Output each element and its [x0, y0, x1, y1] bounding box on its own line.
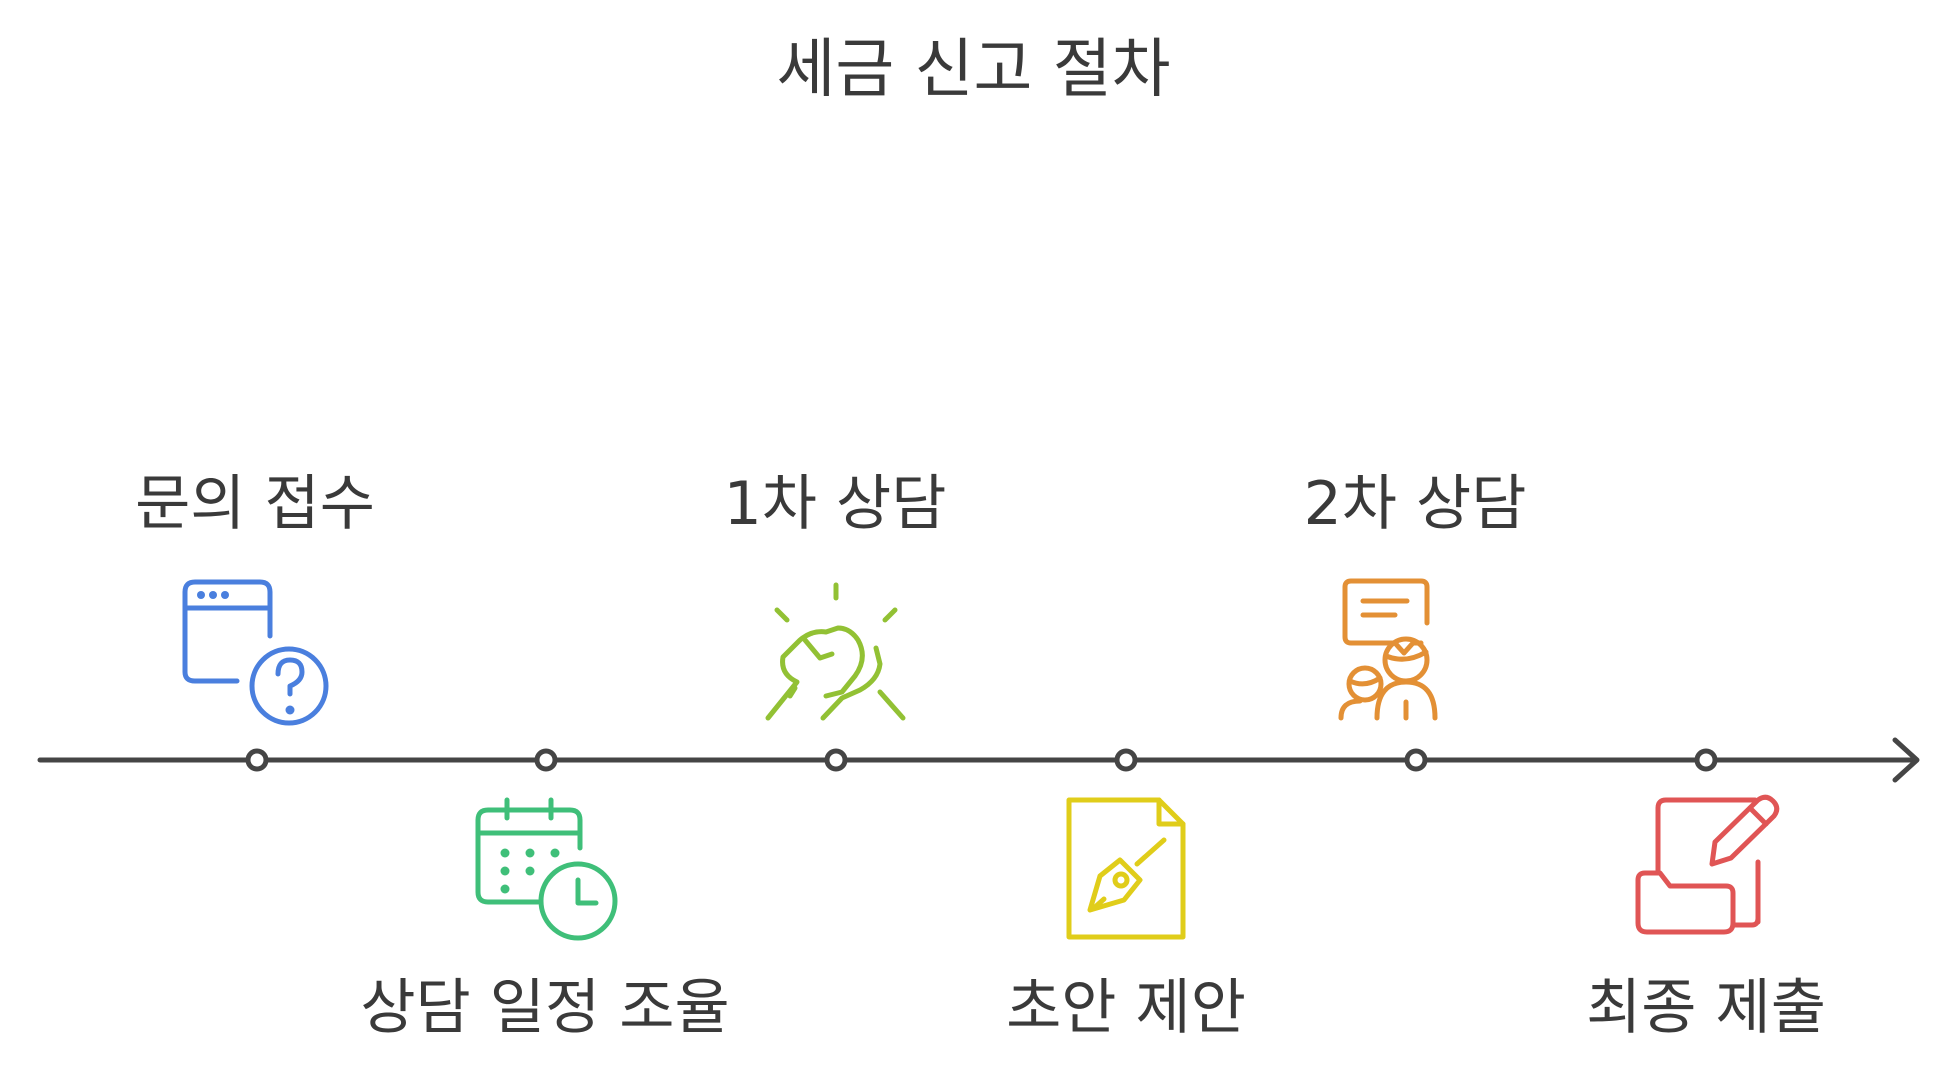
timeline-markers [245, 748, 1718, 772]
step-label-final-submit: 최종 제출 [1586, 973, 1826, 1043]
handshake-icon [765, 582, 906, 721]
timeline-axis [37, 737, 1920, 783]
step-label-draft: 초안 제안 [1006, 973, 1246, 1043]
folder-edit-icon [1635, 794, 1780, 935]
chat-people-icon [1338, 578, 1438, 721]
timeline-marker-5 [1404, 748, 1428, 772]
browser-question-icon [182, 579, 329, 726]
step-label-schedule: 상담 일정 조율 [360, 973, 730, 1043]
calendar-dots [500, 848, 560, 894]
timeline-marker-4 [1114, 748, 1138, 772]
diagram-title: 세금 신고 절차 [776, 33, 1171, 107]
timeline-marker-6 [1694, 748, 1718, 772]
calendar-clock-icon [475, 797, 618, 941]
timeline-marker-2 [534, 748, 558, 772]
timeline-marker-3 [824, 748, 848, 772]
timeline-marker-1 [245, 748, 269, 772]
document-pen-icon [1066, 797, 1186, 940]
step-label-inquiry: 문의 접수 [135, 469, 375, 539]
browser-dots [197, 591, 295, 715]
step-label-second-consult: 2차 상담 [1303, 469, 1527, 539]
step-label-first-consult: 1차 상담 [723, 469, 947, 539]
